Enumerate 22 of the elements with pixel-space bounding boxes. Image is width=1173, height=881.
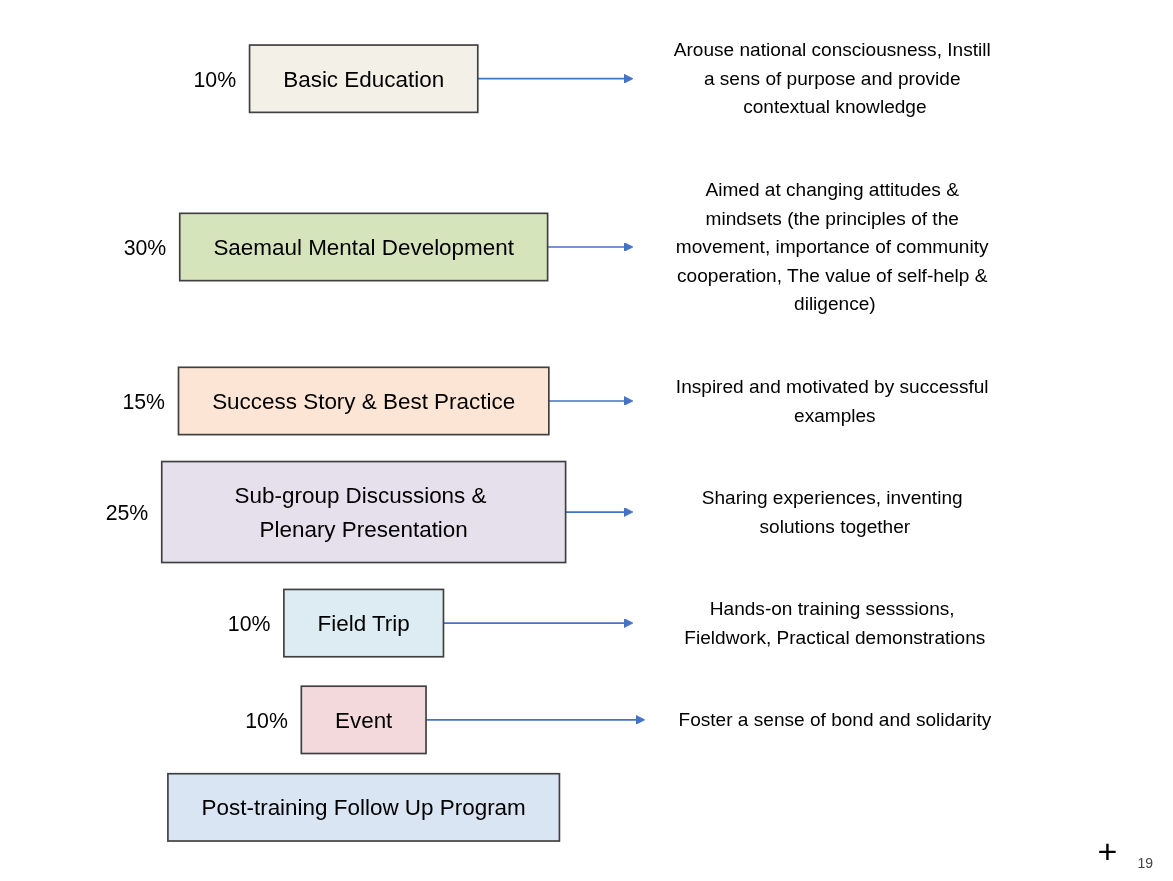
node-box: Sub-group Discussions & Plenary Presentation bbox=[160, 460, 567, 564]
node-box: Post-training Follow Up Program bbox=[167, 772, 561, 842]
percentage-label: 25% bbox=[105, 500, 149, 525]
node-box: Saemaul Mental Development bbox=[178, 212, 549, 282]
plus-sign: + bbox=[1097, 832, 1118, 871]
percentage-label: 15% bbox=[122, 389, 166, 414]
node-text: Arouse national consciousness, Instill a sens of purpose and provide contextual knowledge bbox=[673, 39, 991, 118]
node-box: Field Trip bbox=[283, 588, 445, 658]
node-box: Success Story & Best Practice bbox=[177, 366, 550, 436]
node-text: Inspired and motivated by successful examples bbox=[675, 375, 989, 426]
node-text: Aimed at changing attitudes & mindsets (the principles of the movement, importance of community cooperation, The value of self-help & diligence) bbox=[675, 178, 989, 315]
percentage-label: 10% bbox=[193, 67, 237, 92]
percentage-label: 10% bbox=[245, 708, 288, 733]
page-number: 19 bbox=[1137, 855, 1153, 871]
percentage-label: 30% bbox=[123, 235, 167, 260]
node-box: Event bbox=[300, 685, 427, 755]
node-box: Basic Education bbox=[248, 44, 479, 114]
node-text: Sharing experiences, inventing solutions together bbox=[701, 486, 963, 537]
node-text: Hands-on training sesssions, Fieldwork, Practical demonstrations bbox=[684, 597, 986, 648]
node-text: Foster a sense of bond and solidarity bbox=[678, 708, 992, 731]
percentage-label: 10% bbox=[227, 611, 271, 636]
arrow bbox=[548, 396, 634, 406]
